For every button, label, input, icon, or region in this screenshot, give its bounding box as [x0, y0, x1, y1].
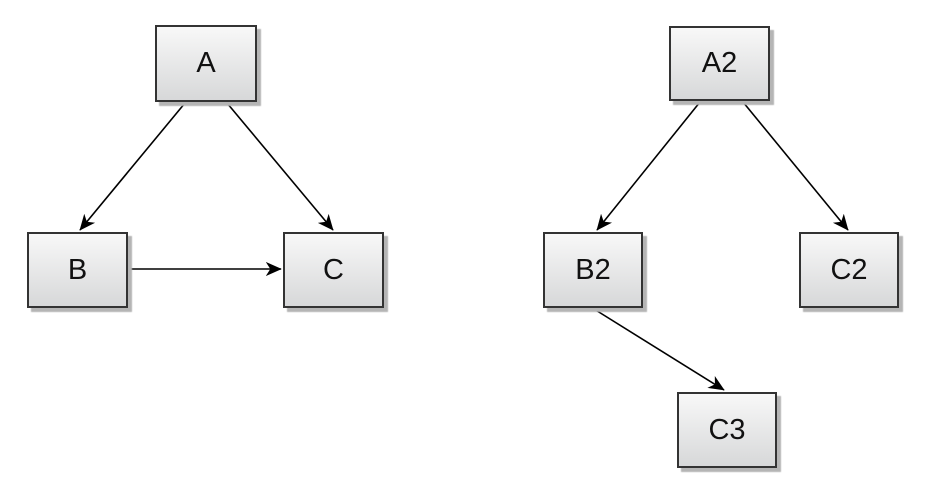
node-B2[interactable]: B2 — [543, 232, 643, 308]
edge-A2-C2 — [742, 101, 849, 231]
edge-B2-C3 — [593, 308, 725, 391]
node-C2[interactable]: C2 — [799, 232, 899, 308]
node-B[interactable]: B — [27, 232, 128, 308]
node-C2-label: C2 — [830, 253, 868, 286]
node-C3[interactable]: C3 — [677, 392, 777, 468]
node-C3-label: C3 — [708, 413, 746, 446]
node-C[interactable]: C — [283, 232, 384, 308]
edge-A-C — [226, 102, 334, 231]
node-A2-label: A2 — [701, 47, 738, 79]
node-C-label: C — [323, 253, 344, 286]
node-B-label: B — [67, 253, 88, 286]
edge-A-B — [79, 102, 186, 231]
node-A-label: A — [196, 47, 216, 79]
edge-A2-B2 — [596, 101, 701, 231]
node-A[interactable]: A — [155, 25, 257, 102]
node-A2[interactable]: A2 — [669, 26, 770, 101]
node-B2-label: B2 — [575, 253, 611, 286]
